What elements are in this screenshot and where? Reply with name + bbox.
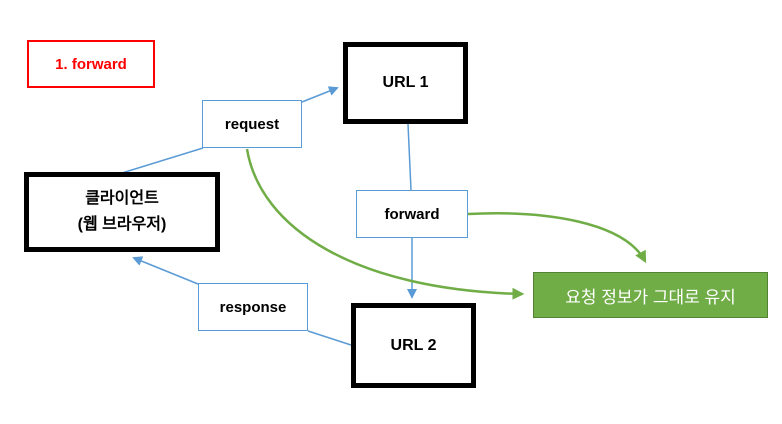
node-url1: URL 1 [343,42,468,124]
node-request-label: request [224,115,280,133]
node-forward-label: forward [384,205,440,223]
node-url2-label: URL 2 [390,336,437,354]
edge-response-to-client [132,256,199,285]
annotation-forward-label: 1. forward [27,40,155,88]
node-response-label: response [219,298,287,316]
edge-url1-to-forward [407,123,412,191]
edge-request-to-url1 [301,86,339,103]
node-result-label: 요청 정보가 그대로 유지 [565,287,736,307]
node-client-label-line1: 클라이언트 [85,190,159,208]
node-result: 요청 정보가 그대로 유지 [533,272,768,318]
node-client-label-line2: (웹 브라우저) [77,216,167,233]
edge-url2-to-response [307,330,352,346]
node-url2: URL 2 [351,303,476,388]
edge-forward-to-result [467,212,647,264]
node-client: 클라이언트 (웹 브라우저) [24,172,220,252]
edge-client-to-request [121,147,204,174]
node-url1-label: URL 1 [382,74,429,91]
node-response: response [198,283,308,331]
annotation-text: 1. forward [55,55,127,73]
node-request: request [202,100,302,148]
node-forward: forward [356,190,468,238]
